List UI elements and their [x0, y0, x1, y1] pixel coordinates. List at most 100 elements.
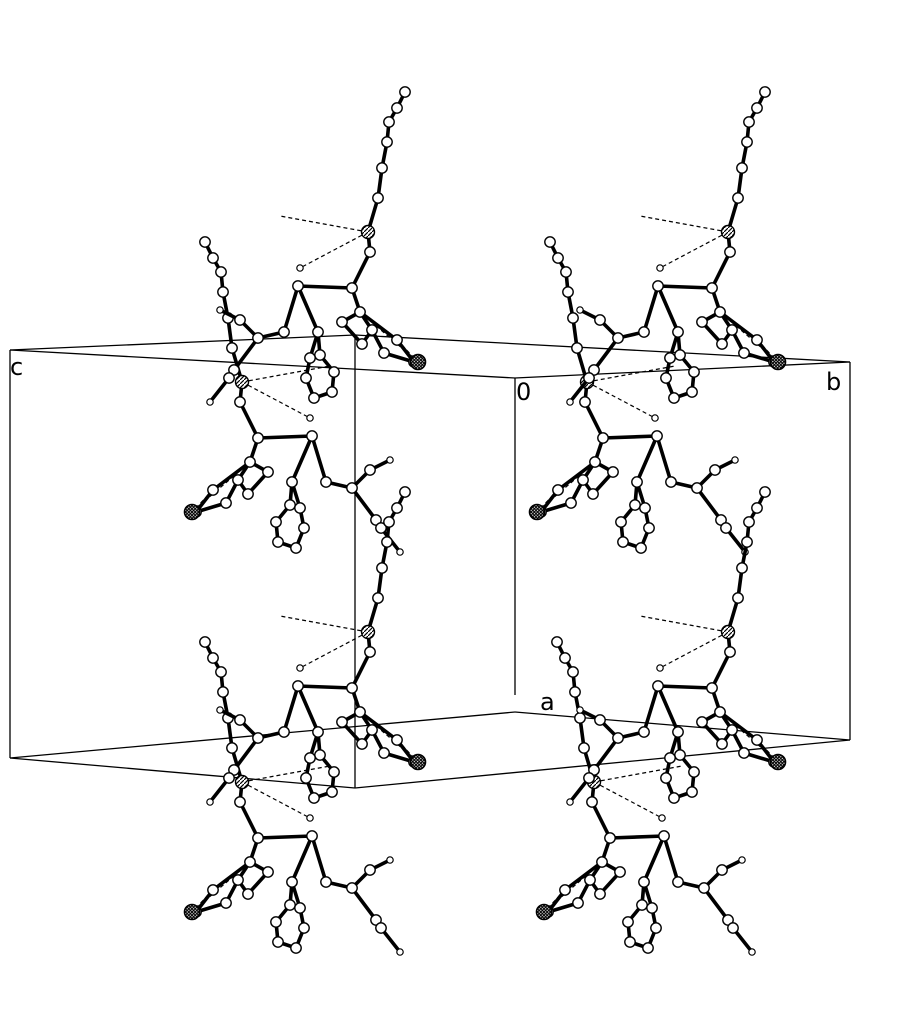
atom — [732, 192, 744, 204]
atom — [278, 326, 290, 338]
atom — [579, 396, 591, 408]
atom — [376, 162, 388, 174]
atom — [242, 888, 254, 900]
atom — [732, 592, 744, 604]
bond — [592, 736, 620, 772]
cell-edge — [354, 334, 851, 363]
atom — [612, 332, 624, 344]
atom — [286, 876, 298, 888]
atom — [252, 332, 264, 344]
atom — [583, 772, 595, 784]
atom — [584, 874, 596, 886]
halogen-atom — [183, 903, 201, 921]
atom — [399, 486, 411, 498]
axis-label-a: a — [540, 688, 555, 716]
atom — [312, 326, 324, 338]
atom — [612, 732, 624, 744]
atom — [223, 772, 235, 784]
bond — [590, 800, 612, 840]
atom — [391, 734, 403, 746]
atom — [751, 502, 763, 514]
atom — [292, 280, 304, 292]
sulfur-atom — [234, 774, 250, 790]
atom — [364, 864, 376, 876]
atom — [378, 347, 390, 359]
hydrogen-atom — [306, 814, 314, 822]
atom — [652, 680, 664, 692]
bond — [296, 284, 320, 334]
atom — [741, 136, 753, 148]
atom — [741, 536, 753, 548]
sulfur-atom — [234, 374, 250, 390]
molecules — [183, 86, 787, 956]
atom — [326, 786, 338, 798]
atom — [672, 876, 684, 888]
bond — [211, 460, 252, 492]
atom — [664, 752, 676, 764]
atom — [304, 752, 316, 764]
atom — [364, 464, 376, 476]
bond — [256, 434, 314, 440]
halogen-atom — [409, 753, 427, 771]
atom — [688, 366, 700, 378]
bond — [256, 834, 314, 840]
atom — [364, 246, 376, 258]
atom — [217, 286, 229, 298]
molecule — [535, 636, 756, 956]
atom — [375, 522, 387, 534]
sulfur-atom — [720, 624, 736, 640]
atom — [284, 899, 296, 911]
atom — [391, 502, 403, 514]
atom — [244, 856, 256, 868]
axis-label-b: b — [826, 368, 842, 396]
atom — [372, 192, 384, 204]
atom — [617, 536, 629, 548]
atom — [298, 922, 310, 934]
atom — [252, 832, 264, 844]
bond — [601, 434, 659, 440]
atom — [651, 430, 663, 442]
hydrogen-bond — [593, 765, 683, 783]
atom — [551, 636, 563, 648]
hydrogen-bond — [241, 765, 331, 783]
hydrogen-atom — [386, 456, 394, 464]
atom — [660, 772, 672, 784]
hydrogen-atom — [306, 414, 314, 422]
hydrogen-atom — [216, 306, 224, 314]
atom — [571, 342, 583, 354]
bond — [592, 336, 620, 372]
halogen-atom — [769, 753, 787, 771]
halogen-atom — [409, 353, 427, 371]
atom — [207, 252, 219, 264]
atom — [308, 392, 320, 404]
halogen-atom — [535, 903, 553, 921]
bond — [608, 834, 666, 840]
atom — [366, 324, 378, 336]
atom — [698, 882, 710, 894]
atom — [314, 749, 326, 761]
atom — [646, 902, 658, 914]
atom — [294, 902, 306, 914]
bond — [296, 684, 320, 734]
atom — [716, 338, 728, 350]
atom — [572, 897, 584, 909]
atom — [552, 484, 564, 496]
atom — [252, 732, 264, 744]
bond — [556, 460, 597, 492]
atom — [234, 396, 246, 408]
atom — [300, 372, 312, 384]
atom — [215, 266, 227, 278]
hydrogen-atom — [396, 548, 404, 556]
hydrogen-bond — [299, 231, 369, 269]
atom — [636, 899, 648, 911]
hydrogen-atom — [206, 798, 214, 806]
atom — [643, 522, 655, 534]
atom — [326, 386, 338, 398]
atom — [346, 282, 358, 294]
atom — [706, 282, 718, 294]
atom — [716, 738, 728, 750]
atom — [306, 830, 318, 842]
hydrogen-atom — [566, 798, 574, 806]
atom — [232, 874, 244, 886]
